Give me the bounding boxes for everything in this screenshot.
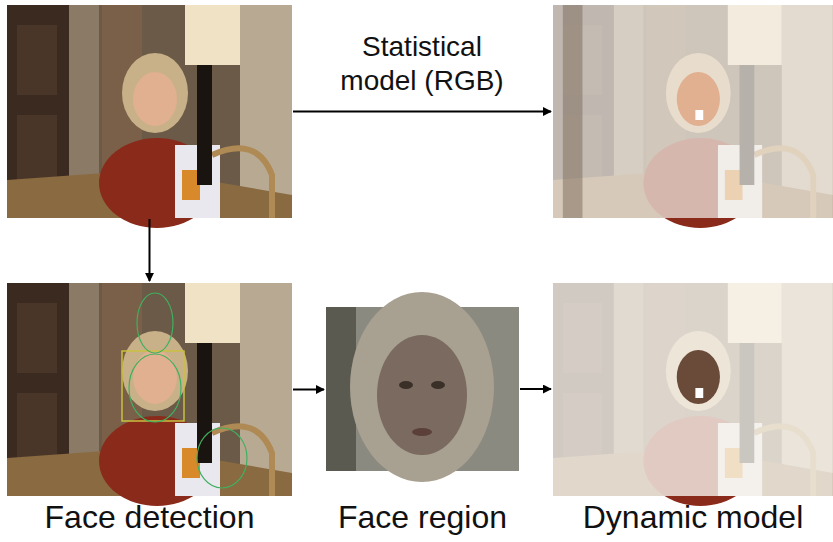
photo-caption: Dynamic model [583,498,804,536]
edge-label: Statistical model (RGB) [322,30,522,98]
arrow-connector [293,111,551,113]
dynamic-model-photo: Dynamic model [553,283,833,496]
arrow-connector [293,389,324,391]
photo-caption: Face region [338,498,507,536]
statistical-result-photo [553,5,833,218]
original-photo [7,5,292,218]
face-region-photo: Face region [326,307,519,471]
arrow-connector [149,219,151,281]
face-detection-photo: Face detection [7,283,292,496]
arrow-connector [520,388,551,390]
photo-caption: Face detection [45,498,255,536]
